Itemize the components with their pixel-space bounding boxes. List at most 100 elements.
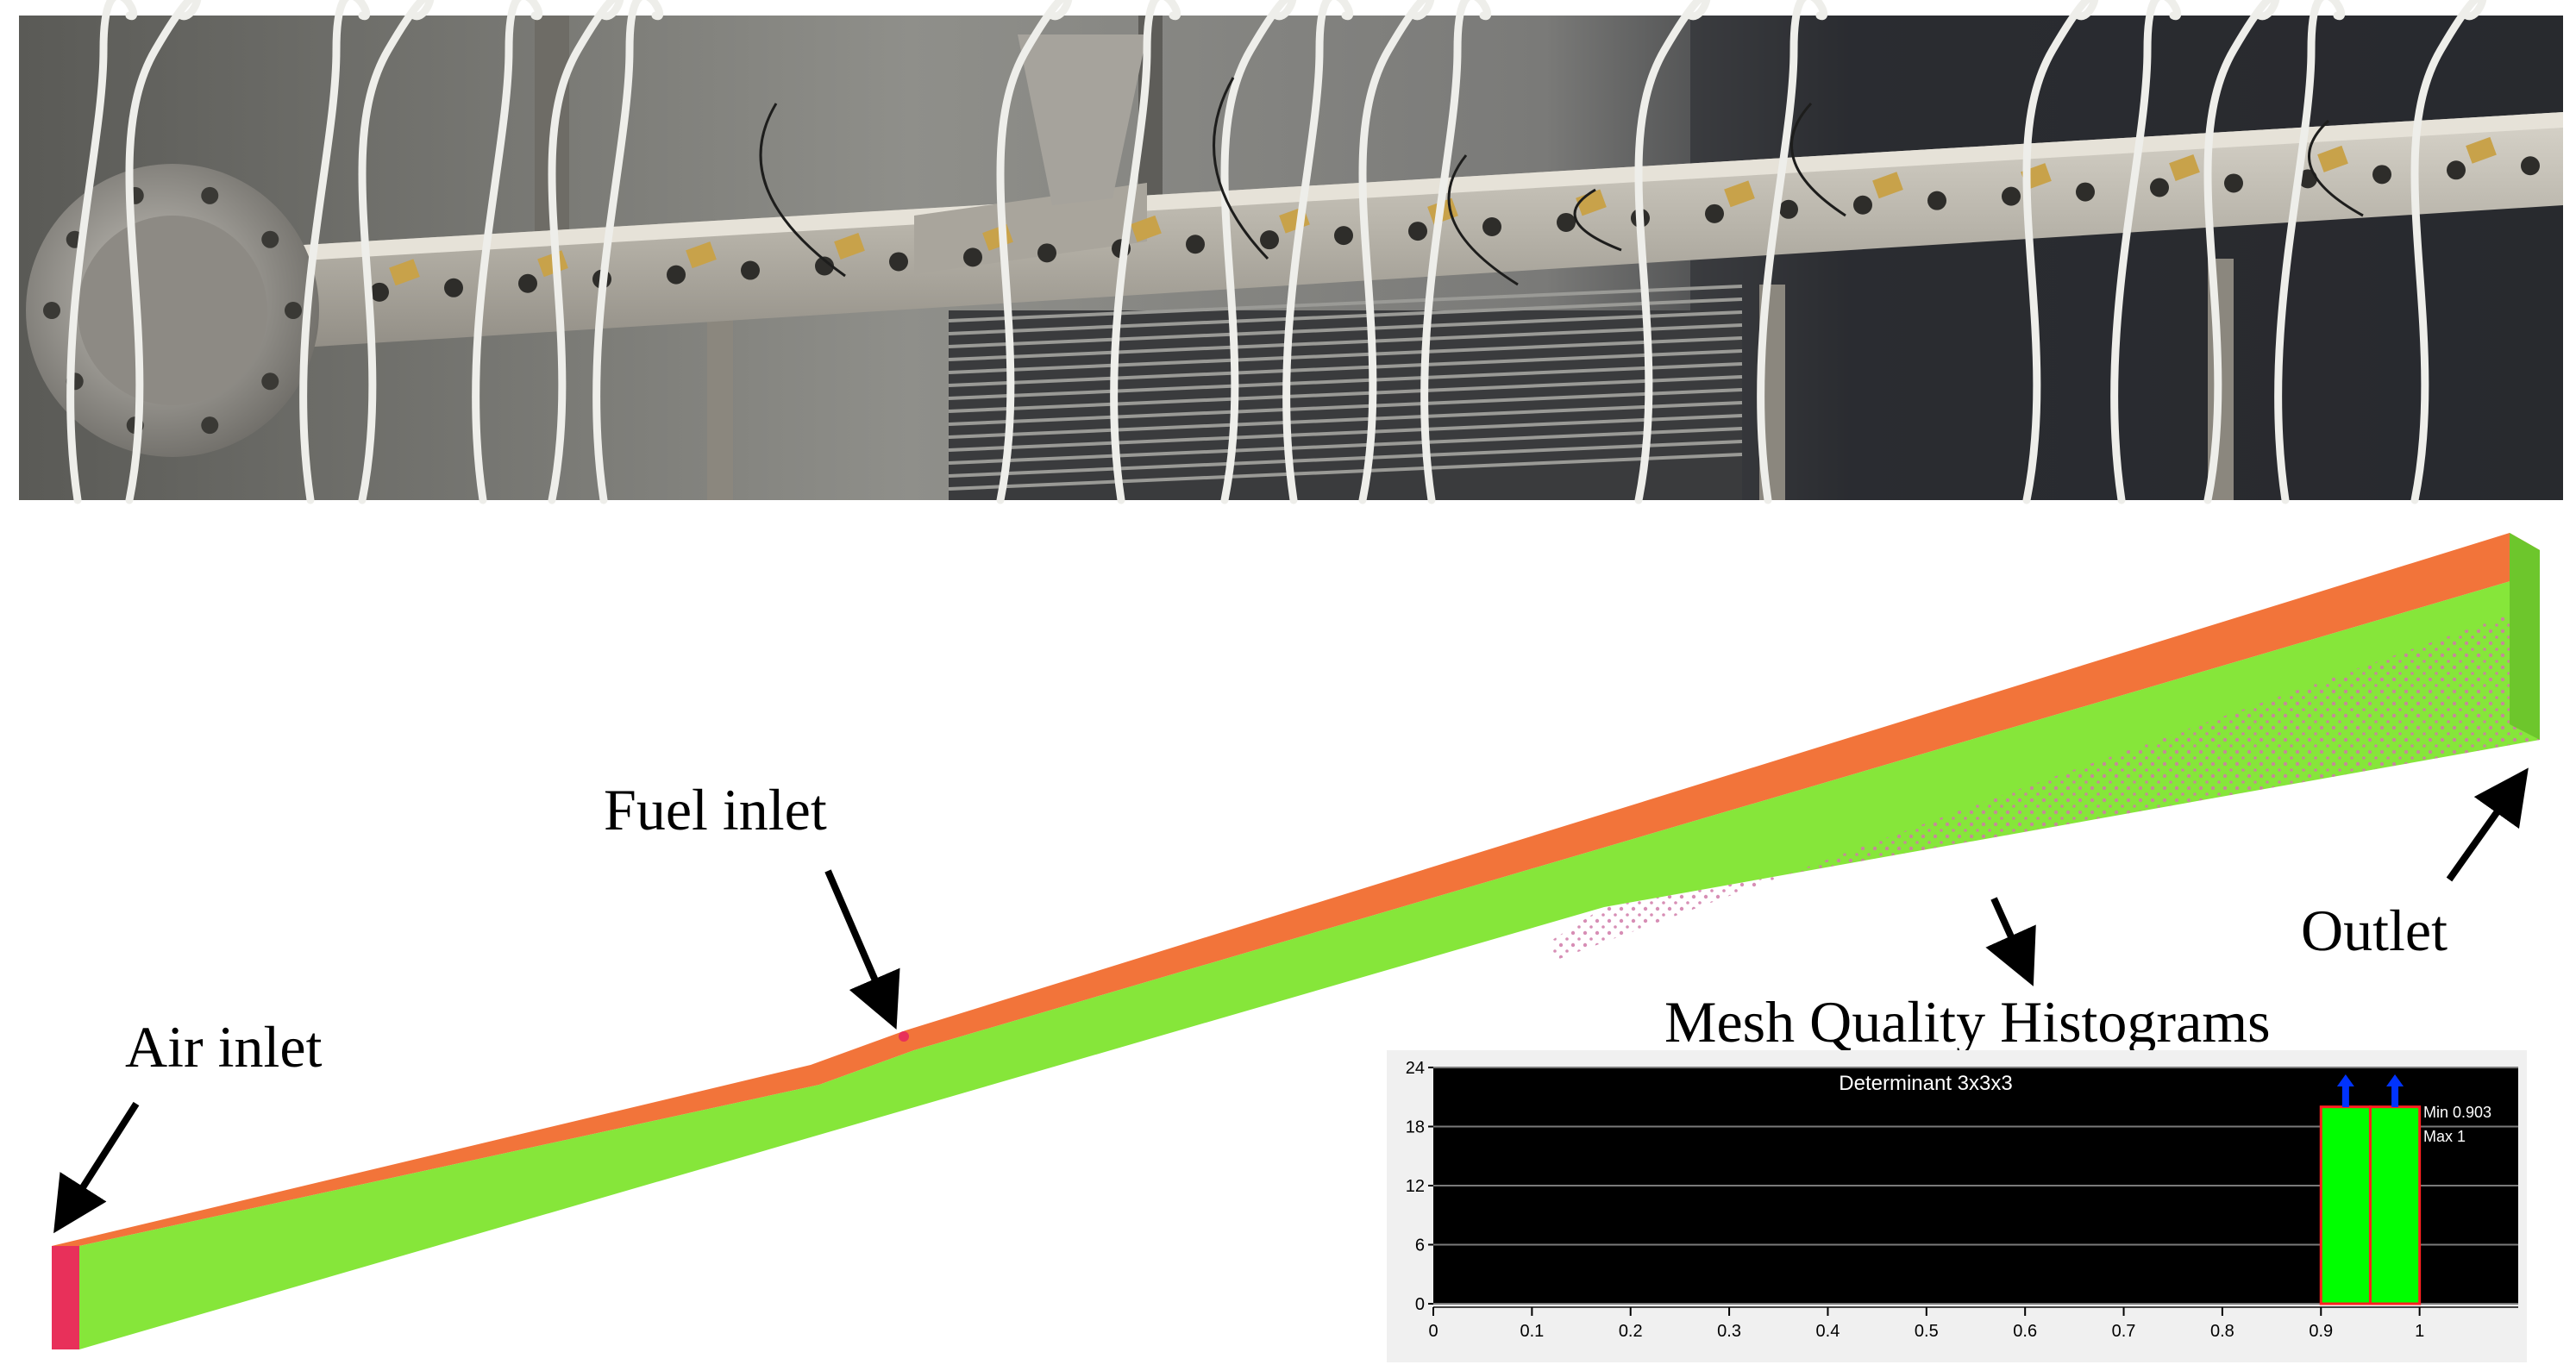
brass-tab: [1724, 180, 1755, 208]
flange-bolt-hole: [261, 230, 279, 248]
brass-tab: [1131, 215, 1162, 242]
photo-support-leg: [707, 310, 733, 500]
thermocouple-wire: [759, 103, 846, 278]
pressure-port: [1705, 203, 1724, 223]
fuel-inlet-port: [899, 1031, 909, 1042]
flange-bolt-hole: [261, 372, 279, 391]
pressure-port: [370, 282, 389, 302]
pressure-port: [1779, 199, 1798, 219]
flange-bolt-hole: [201, 186, 219, 204]
photo-grating: [948, 285, 1743, 500]
x-tick-label: 0.7: [2112, 1322, 2136, 1341]
sensor-tube: [1220, 0, 1297, 504]
pressure-port: [2150, 178, 2169, 197]
histogram-marker-arrow: [2386, 1074, 2404, 1107]
grating-bar: [948, 414, 1743, 452]
fuel-inlet-arrow: [824, 869, 900, 1030]
y-tick-label: 12: [1406, 1177, 1425, 1196]
photo-combustor-duct: [69, 112, 2563, 362]
pressure-port: [1853, 195, 1872, 215]
x-tick-label: 0.8: [2210, 1322, 2234, 1341]
pressure-port: [1408, 222, 1427, 241]
pressure-port: [2447, 160, 2466, 180]
grating-bar: [948, 362, 1743, 400]
mesh-quality-arrow: [1985, 897, 2036, 986]
air-inlet-label: Air inlet: [125, 1014, 323, 1080]
mesh-top-surface: [52, 533, 2540, 1246]
y-tick-label: 0: [1415, 1295, 1425, 1314]
x-tick-label: 0: [1428, 1322, 1438, 1341]
flange-bolt-hole: [43, 302, 60, 319]
pressure-port: [1557, 212, 1576, 232]
histogram-x-axis: 0 0.1 0.2 0.3 0.4 0.5 0.6 0.7 0.8 0.9 1: [1428, 1306, 2518, 1341]
grating-bar: [948, 323, 1743, 361]
sensor-tube: [472, 0, 543, 504]
pressure-port: [667, 265, 686, 285]
x-tick-label: 0.6: [2013, 1322, 2037, 1341]
histogram-max-stat: Max 1: [2423, 1128, 2466, 1145]
thermocouple-wire: [1790, 102, 1846, 217]
histogram-markers: [2336, 1074, 2404, 1107]
sensor-tube: [2110, 0, 2182, 504]
mesh-nodes: [1552, 604, 2540, 961]
grating-bar: [948, 427, 1743, 465]
pressure-port: [889, 252, 908, 272]
flange-bolt-hole: [201, 416, 219, 435]
outlet-label: Outlet: [2301, 898, 2448, 963]
pressure-port: [2521, 156, 2540, 176]
pressure-port: [963, 247, 982, 267]
histogram-marker-arrow: [2336, 1074, 2354, 1107]
pressure-port: [741, 260, 760, 280]
thermocouple-wire: [1447, 154, 1519, 286]
sensor-tube: [592, 0, 664, 504]
histogram-title: Determinant 3x3x3: [1839, 1072, 2012, 1095]
outlet-face: [2510, 533, 2540, 740]
fuel-inlet-label: Fuel inlet: [604, 777, 827, 842]
grating-bar: [948, 375, 1743, 413]
sensor-tube: [548, 0, 624, 504]
pressure-port: [2076, 182, 2095, 202]
thermocouple-wire: [1213, 77, 1269, 260]
sensor-tube: [996, 0, 1073, 504]
x-tick-label: 0.9: [2309, 1322, 2333, 1341]
histogram-bars: [2319, 1105, 2422, 1305]
outlet-arrow: [2446, 767, 2529, 882]
x-tick-label: 0.2: [1619, 1322, 1643, 1341]
x-tick-label: 1: [2415, 1322, 2424, 1341]
grating-bar: [948, 349, 1743, 387]
pressure-port: [444, 278, 463, 297]
sensor-tube: [1757, 0, 1828, 504]
sensor-tube: [1110, 0, 1181, 504]
pressure-port: [2002, 186, 2021, 206]
sensor-tube: [2274, 0, 2346, 504]
pressure-port: [815, 256, 834, 276]
grating-bar: [948, 388, 1743, 426]
sensor-tube: [1282, 0, 1354, 504]
flange-bolt-hole: [285, 302, 302, 319]
brass-tab: [1576, 189, 1607, 216]
brass-tab: [2169, 154, 2200, 181]
mesh-geometry: [52, 533, 2540, 1349]
sensor-tube: [358, 0, 435, 504]
grating-bar: [948, 336, 1743, 374]
x-tick-label: 0.4: [1816, 1322, 1840, 1341]
sensor-tube: [2203, 0, 2280, 504]
histogram-bar: [2368, 1105, 2422, 1305]
mesh-side-face: [79, 573, 2540, 1349]
pressure-port: [1482, 217, 1501, 237]
pressure-port: [2224, 173, 2243, 193]
x-tick-label: 0.1: [1520, 1322, 1544, 1341]
x-tick-label: 0.5: [1915, 1322, 1939, 1341]
thermocouple-wire: [2308, 119, 2364, 217]
x-tick-label: 0.3: [1717, 1322, 1741, 1341]
mesh-quality-label: Mesh Quality Histograms: [1664, 989, 2271, 1055]
pressure-port: [1260, 230, 1279, 250]
pressure-port: [518, 273, 537, 293]
sensor-tube: [1420, 0, 1492, 504]
pressure-port: [2372, 165, 2391, 185]
histogram-bar: [2319, 1105, 2372, 1305]
air-inlet-face: [52, 1246, 79, 1349]
brass-tab: [834, 233, 865, 260]
